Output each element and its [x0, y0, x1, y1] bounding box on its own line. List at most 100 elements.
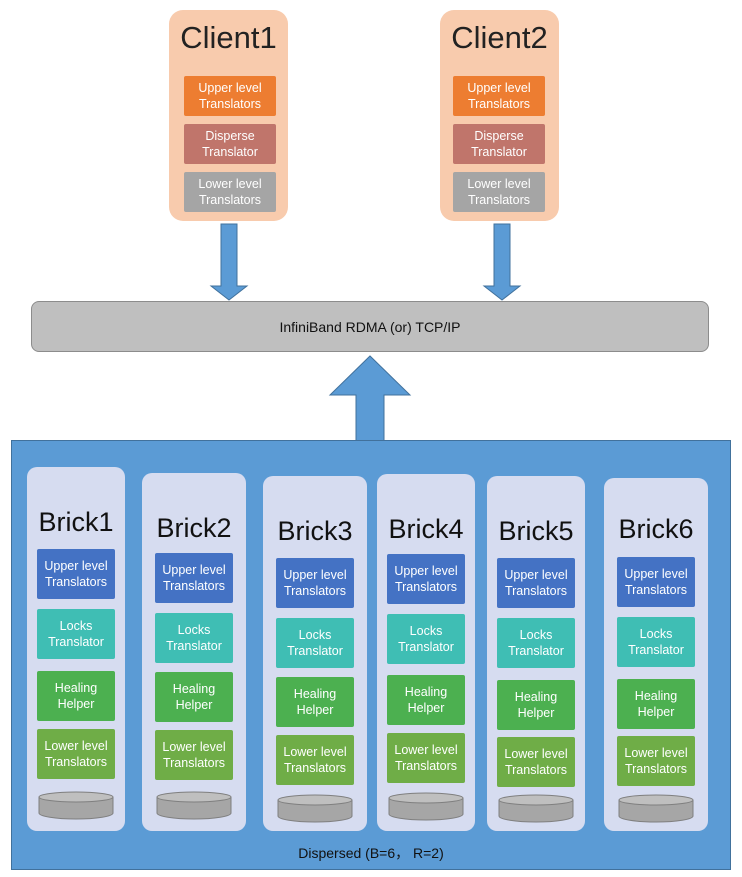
line1: Lower level: [467, 177, 531, 191]
line1: Lower level: [504, 747, 568, 761]
disk-icon: [388, 792, 464, 821]
line1: Upper level: [162, 563, 226, 577]
brick-title: Brick5: [498, 516, 574, 546]
line1: Lower level: [198, 177, 262, 191]
network-label: InfiniBand RDMA (or) TCP/IP: [279, 318, 461, 335]
line2: Translator: [202, 145, 258, 159]
line1: Healing: [404, 685, 448, 699]
brick-title: Brick2: [156, 513, 232, 543]
line1: Disperse: [474, 129, 524, 143]
line1: Locks: [59, 619, 93, 633]
line1: Healing: [634, 689, 678, 703]
line2: Translators: [162, 579, 226, 593]
disk-icon: [277, 794, 353, 823]
line1: Locks: [409, 624, 443, 638]
line2: Translator: [508, 644, 564, 658]
line1: Upper level: [44, 559, 108, 573]
line2: Helper: [57, 697, 95, 711]
line1: Upper level: [467, 81, 531, 95]
line2: Translator: [471, 145, 527, 159]
client-title: Client2: [451, 20, 548, 55]
line1: Upper level: [504, 568, 568, 582]
line2: Helper: [517, 706, 555, 720]
line2: Translators: [467, 193, 531, 207]
disk-icon: [498, 794, 574, 823]
line2: Translator: [48, 635, 104, 649]
line2: Translator: [628, 643, 684, 657]
line1: Upper level: [283, 568, 347, 582]
line2: Translators: [504, 763, 568, 777]
line1: Lower level: [283, 745, 347, 759]
brick-title: Brick4: [388, 514, 464, 544]
line2: Helper: [175, 698, 213, 712]
line1: Disperse: [205, 129, 255, 143]
line1: Locks: [298, 628, 332, 642]
line1: Healing: [172, 682, 216, 696]
line2: Translators: [198, 97, 262, 111]
client2-down-arrow: [482, 223, 522, 301]
line1: Lower level: [162, 740, 226, 754]
line1: Healing: [293, 687, 337, 701]
line2: Translators: [394, 759, 458, 773]
line2: Translators: [283, 761, 347, 775]
disk-icon: [618, 794, 694, 823]
line1: Upper level: [394, 564, 458, 578]
line2: Translators: [44, 575, 108, 589]
line1: Locks: [639, 627, 673, 641]
line1: Locks: [177, 623, 211, 637]
line2: Translator: [287, 644, 343, 658]
line2: Translators: [198, 193, 262, 207]
cluster-up-arrow: [328, 355, 412, 442]
line2: Translators: [44, 755, 108, 769]
disk-icon: [156, 791, 232, 820]
line2: Translators: [394, 580, 458, 594]
network-bar: InfiniBand RDMA (or) TCP/IP: [31, 301, 709, 352]
line1: Lower level: [394, 743, 458, 757]
line2: Helper: [296, 703, 334, 717]
line2: Translators: [467, 97, 531, 111]
line2: Translators: [624, 583, 688, 597]
cluster-label: Dispersed (B=6， R=2): [298, 845, 444, 861]
disk-icon: [38, 791, 114, 820]
line2: Translators: [283, 584, 347, 598]
brick-title: Brick1: [38, 507, 114, 537]
line1: Healing: [54, 681, 98, 695]
